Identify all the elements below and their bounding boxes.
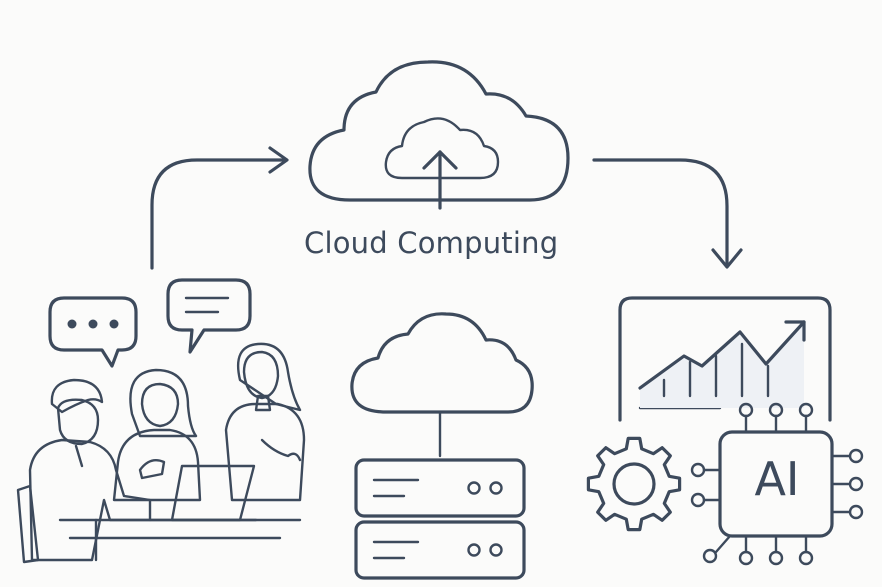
chip-pin-node <box>738 550 754 566</box>
chat-dots-icon <box>48 296 138 368</box>
chip-pin-node <box>798 550 814 566</box>
chip-pin-node <box>768 550 784 566</box>
chip-pin-node <box>702 548 718 564</box>
ai-chip-icon <box>690 402 864 566</box>
chip-pin-node <box>690 492 706 508</box>
laptop-icon <box>148 464 258 522</box>
gear-icon <box>586 436 682 532</box>
diagram-title: Cloud Computing <box>304 226 559 260</box>
ai-chip-label: AI <box>754 452 800 506</box>
person-woman-right <box>224 342 306 502</box>
chip-pin-node <box>848 476 864 492</box>
arrow-cloud-to-ai <box>592 158 743 269</box>
chip-pin-node <box>798 402 814 418</box>
ai-chip-body <box>718 430 834 538</box>
person-woman-middle <box>112 368 202 502</box>
chip-pin-node <box>738 402 754 418</box>
chat-lines-icon <box>166 278 252 354</box>
chip-pin-node <box>690 462 706 478</box>
cloud-server-icon <box>350 312 534 458</box>
server-rack-icon <box>354 458 526 580</box>
analytics-monitor-icon <box>618 296 832 422</box>
arrow-team-to-cloud <box>150 146 289 270</box>
cloud-upload-icon <box>308 60 570 210</box>
chip-pin-node <box>768 402 784 418</box>
chip-pin <box>714 534 732 554</box>
chip-pin-node <box>848 504 864 520</box>
team-illustration <box>16 342 306 564</box>
chip-pin-node <box>848 448 864 464</box>
